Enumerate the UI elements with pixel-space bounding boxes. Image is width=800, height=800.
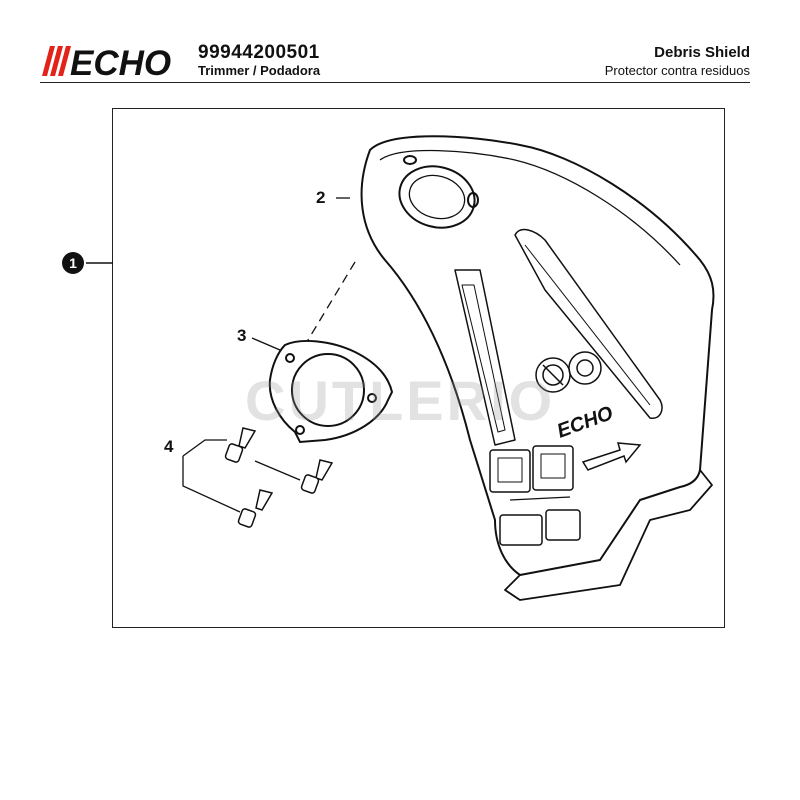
header-divider (40, 82, 750, 83)
page-subtitle: Protector contra residuos (604, 63, 750, 78)
callout-leader-3 (251, 337, 281, 351)
product-name: Trimmer / Podadora (198, 63, 321, 78)
callout-leader-4 (182, 439, 301, 513)
callout-2: 2 (316, 188, 326, 207)
callout-3: 3 (237, 326, 247, 345)
rotation-arrow-icon (581, 442, 642, 471)
badge-icon (535, 351, 602, 393)
debris-shield (360, 135, 715, 601)
header: ECHO 99944200501 Trimmer / Podadora Debr… (0, 0, 800, 90)
assembly-line (304, 261, 356, 346)
diagram-frame (112, 108, 725, 628)
mounting-plate (268, 340, 394, 444)
callout-4: 4 (164, 437, 174, 456)
echo-logo-icon: ECHO (42, 44, 171, 78)
logo-text: ECHO (70, 44, 171, 78)
callout-1: 1 (62, 252, 84, 274)
part-number: 99944200501 (198, 42, 320, 63)
screw-icon (224, 427, 334, 528)
page-title: Debris Shield (654, 44, 750, 61)
watermark: CUTLERIO (245, 369, 556, 432)
